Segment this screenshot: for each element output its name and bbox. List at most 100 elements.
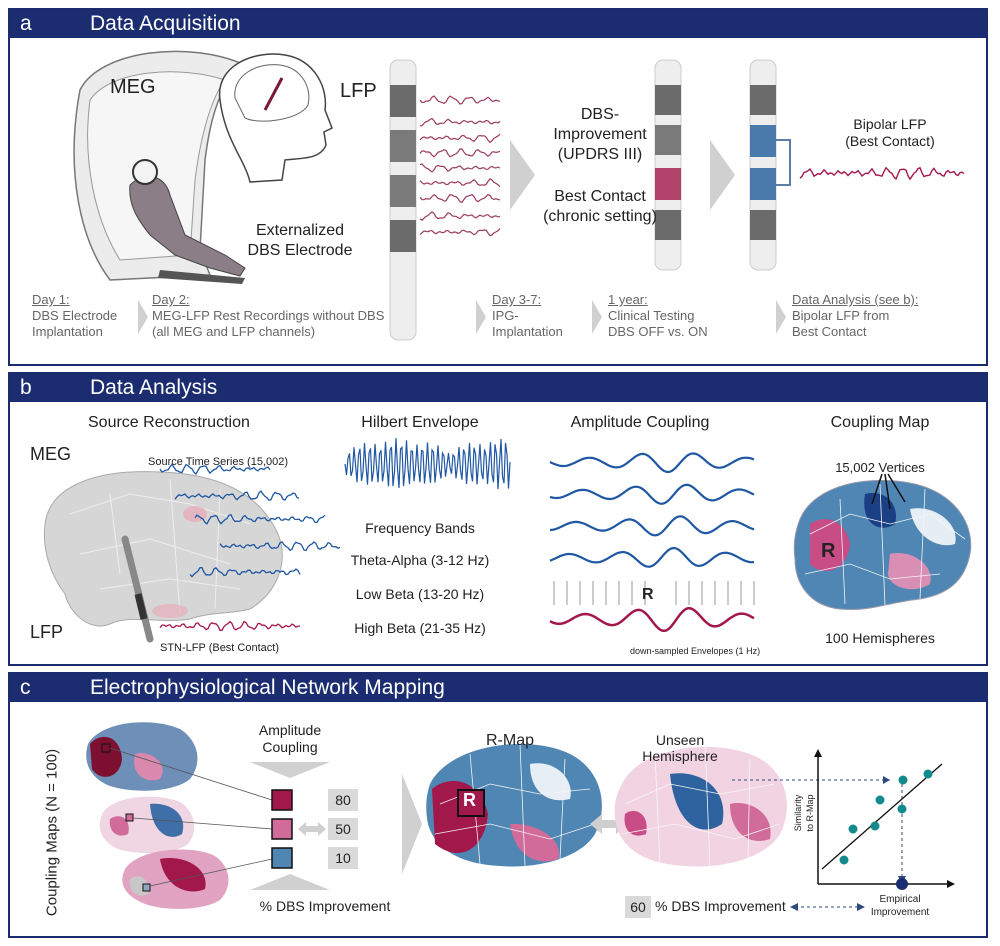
panel-a: a Data Acquisition (8, 8, 988, 366)
scatter-points (839, 769, 933, 865)
panel-b-lfp-label: LFP (30, 622, 64, 642)
panel-b: b Data Analysis Source Reconstruction ME… (8, 372, 988, 666)
panel-c: c Electrophysiological Network Mapping (8, 672, 988, 938)
implanted-electrode (263, 77, 284, 111)
coupling-r-label: R (642, 586, 654, 603)
unseen-hemisphere-brain (614, 741, 787, 867)
best-contact-line1: Best Contact (554, 188, 646, 205)
timeline-arrow-4 (776, 300, 786, 334)
link-line-3 (149, 858, 273, 887)
ext-line2: DBS Electrode (247, 242, 353, 259)
unseen-line2: Hemisphere (642, 748, 718, 764)
coupling-map-r: R (821, 540, 836, 562)
regression-line (821, 763, 943, 870)
legend-box-mid (271, 818, 293, 840)
panel-b-meg-label: MEG (30, 444, 72, 464)
r-map-brain (426, 743, 602, 867)
unseen-improvement-60: 60 (625, 896, 651, 918)
legend-box-high (271, 789, 293, 811)
panel-b-title: Data Analysis (90, 376, 218, 399)
sample-vertex-2 (125, 813, 134, 822)
panel-b-letter: b (20, 376, 32, 399)
source-time-series-label: Source Time Series (15,002) (148, 456, 289, 468)
ext-line1: Externalized (255, 222, 345, 239)
amp-coupling-line2: Coupling (262, 739, 318, 755)
arrow-1 (510, 140, 535, 210)
empirical-point (896, 878, 908, 890)
double-arrow-legend (298, 822, 326, 836)
timeline-analysis-l1: Bipolar LFP from (792, 308, 890, 323)
link-line-2 (132, 817, 273, 830)
coupling-map-brain-2 (99, 796, 195, 854)
coupling-map-pink-region-2 (888, 553, 931, 590)
coupling-map-light-region (910, 508, 956, 546)
panel-c-letter: c (20, 676, 31, 699)
lfp-label: LFP (340, 80, 377, 102)
unseen-line1: Unseen (655, 732, 705, 748)
coupling-maps-ylabel: Coupling Maps (N = 100) (43, 748, 61, 917)
bipolar-line1: Bipolar LFP (853, 116, 927, 132)
down-sampled-label: down-sampled Envelopes (1 Hz) (630, 646, 761, 656)
legend-box-low (271, 847, 293, 869)
electrode-3 (749, 59, 791, 271)
dashed-left-head (790, 903, 798, 911)
electrode-2 (654, 59, 682, 271)
scatter-point (870, 821, 880, 831)
dbs-imp-line3: (UPDRS III) (557, 146, 643, 163)
panel-a-graphics (73, 50, 965, 341)
improvement-50: 50 (328, 818, 358, 840)
stn-lfp-label: STN-LFP (Best Contact) (160, 642, 279, 654)
coupling-arrows (553, 581, 755, 605)
timeline-day1-l1: DBS Electrode (32, 308, 118, 323)
empirical-line1: Empirical (879, 894, 921, 905)
timeline-year-l2: DBS OFF vs. ON (608, 324, 708, 339)
scatter-point (839, 855, 849, 865)
timeline-analysis-l2: Best Contact (792, 324, 867, 339)
dashed-right-head (857, 903, 865, 911)
lfp-traces (419, 95, 501, 237)
coupling-map-brain-1 (86, 722, 198, 791)
dashed-arrowhead (883, 776, 890, 784)
stn-highlight (152, 604, 188, 618)
panel-c-header: c Electrophysiological Network Mapping (10, 674, 986, 702)
dbs-imp-line1: DBS- (580, 106, 620, 123)
sample-vertex-3 (142, 883, 151, 892)
coupling-map-pink-region (810, 519, 850, 572)
timeline-day2-l2: (all MEG and LFP channels) (152, 324, 316, 339)
hilbert-envelope-trace (344, 438, 511, 490)
amp-coupling-line1: Amplitude (258, 722, 322, 738)
timeline-day37-l2: Implantation (492, 324, 563, 339)
amplitude-coupling-envelopes (549, 452, 755, 568)
similarity-line1: Similarity (793, 794, 803, 832)
triangle-up (250, 874, 330, 890)
frequency-bands-title: Frequency Bands (365, 520, 475, 536)
scatter-y-arrow (814, 749, 822, 757)
r-map-r: R (463, 790, 476, 810)
vertices-label: 15,002 Vertices (835, 460, 925, 475)
amplitude-coupling-title: Amplitude Coupling (570, 414, 710, 431)
panel-a-header: a Data Acquisition (10, 10, 986, 38)
improvement-80: 80 (328, 789, 358, 811)
timeline-day37-l1: IPG- (492, 308, 519, 323)
vertices-pointer-arrows (871, 473, 906, 510)
timeline-day1-l2: Implantation (32, 324, 103, 339)
panel-c-graphics (86, 722, 955, 911)
r-map-box (457, 789, 485, 817)
brain-mesh (69, 478, 251, 615)
dbs-imp-line2: Improvement (553, 126, 647, 143)
panel-c-title: Electrophysiological Network Mapping (90, 676, 445, 699)
source-brain (43, 471, 283, 627)
timeline-day2-l1: MEG-LFP Rest Recordings without DBS (152, 308, 385, 323)
brain-outline (234, 64, 310, 122)
timeline-day1-head: Day 1: (32, 292, 70, 307)
similarity-line2: to R-Map (805, 794, 815, 832)
coupling-map-title: Coupling Map (830, 414, 930, 431)
scatter-x-arrow (947, 880, 955, 888)
improvement-10: 10 (328, 847, 358, 869)
source-time-series (159, 463, 341, 578)
hemispheres-label: 100 Hemispheres (825, 630, 935, 646)
timeline-day2-head: Day 2: (152, 292, 190, 307)
scatter-point (848, 824, 858, 834)
panel-b-header: b Data Analysis (10, 374, 986, 402)
